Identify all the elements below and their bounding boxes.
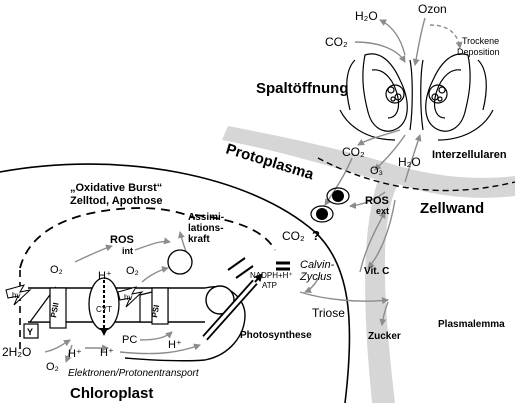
label-ros-ext-sub: ext: [376, 206, 389, 216]
label-ros-int: ROS: [110, 234, 134, 246]
arrow-h2o-out: [379, 19, 406, 56]
label-psii: PSII: [49, 302, 60, 318]
label-spaltoeffnung: Spaltöffnung: [256, 80, 348, 97]
label-zellwand: Zellwand: [420, 200, 484, 217]
assimilation-node: [167, 249, 193, 275]
label-interzellularen: Interzellularen: [432, 149, 507, 161]
label-psi: PSI: [150, 304, 161, 318]
arrow-zucker: [379, 301, 389, 326]
label-plasmalemma: Plasmalemma: [438, 319, 505, 330]
label-calvin-2: Zyclus: [299, 271, 332, 283]
label-h2o-mid: H₂O: [398, 155, 421, 169]
transporter-node-2: [316, 208, 328, 220]
lightning-icon-2: [117, 286, 144, 308]
arrow-h2o-split: [44, 339, 71, 353]
label-o2-left: O₂: [50, 264, 63, 276]
stoma-guard-cells: [339, 53, 494, 141]
arrow-ros-int: [134, 237, 171, 251]
label-h2o-2: 2H₂O: [2, 345, 31, 359]
arrow-o3-in: [374, 134, 406, 171]
label-assimi-1: Assimi-: [188, 212, 224, 223]
chloroplast-dashed-outline: [19, 207, 196, 269]
label-hv-2: hv: [124, 293, 132, 302]
label-ros-int-sub: int: [122, 246, 133, 256]
label-co2-top: CO₂: [325, 35, 348, 49]
gray-arrows: [44, 17, 426, 363]
atp-synthase: [202, 257, 263, 341]
arrow-co2-in: [354, 41, 406, 63]
label-vitc: Vit. C: [364, 266, 389, 277]
label-trockene: Trockene: [462, 36, 499, 46]
label-nadph: NADPH+H⁺: [250, 271, 293, 280]
arrow-wall-down: [367, 199, 396, 269]
label-co2-mid: CO₂: [342, 145, 365, 159]
arrow-triose: [299, 291, 389, 305]
label-photosynthese: Photosynthese: [240, 330, 312, 341]
arrow-ozon-in: [412, 17, 426, 66]
arrow-o2-ros: [74, 244, 113, 263]
label-cyt: CYT: [96, 305, 112, 314]
label-assimi-2: lations-: [188, 223, 224, 234]
transporter-ring-2: [310, 205, 334, 223]
arrow-co2-stoma: [357, 129, 401, 146]
arrow-h2o-right: [119, 343, 201, 355]
arrow-calvin-triose: [304, 274, 321, 294]
label-o2-mid: O₂: [126, 265, 139, 277]
lightning-icon-1: [5, 284, 32, 306]
label-hplus-1: H⁺: [98, 270, 112, 282]
label-oxidative-burst: „Oxidative Burst“: [70, 182, 162, 194]
y-box: [23, 323, 39, 339]
label-pc: PC: [122, 334, 137, 346]
arrow-o2-up: [141, 266, 169, 283]
arrow-vitc-out: [359, 211, 386, 273]
label-y: Y: [27, 327, 33, 337]
transporter-node-1: [332, 190, 344, 202]
label-ozon: Ozon: [418, 2, 447, 16]
label-elektronen: Elektronen/Protonentransport: [68, 368, 200, 379]
label-deposition: Deposition: [457, 47, 500, 57]
label-ros-ext: ROS: [365, 195, 389, 207]
psii-complex: [28, 286, 67, 329]
label-hv-1: hv: [12, 291, 20, 300]
psi-complex: [139, 287, 169, 325]
label-calvin-1: Calvin-: [300, 259, 335, 271]
plasmalemma-membrane: [0, 163, 351, 403]
label-hplus-3: H⁺: [100, 347, 114, 359]
arrow-ros-ext: [349, 191, 386, 209]
label-h2o-top: H₂O: [355, 9, 378, 23]
label-triose: Triose: [312, 306, 345, 320]
label-atp: ATP: [262, 281, 277, 290]
deposition-dashed-arrow: [429, 24, 463, 49]
transporter-ring: [326, 187, 350, 205]
label-chloroplast: Chloroplast: [70, 385, 153, 402]
label-question: ?: [312, 228, 320, 243]
intercellular-dashed-line: [317, 157, 515, 192]
arrow-co2-down: [324, 157, 353, 206]
label-o2-bottom: O₂: [46, 361, 59, 373]
cytochrome-complex: [88, 277, 120, 336]
label-assimi-3: kraft: [188, 234, 210, 245]
arrow-h2o-up: [404, 134, 422, 183]
label-zucker: Zucker: [368, 331, 401, 342]
arrow-o2-bottom: [64, 344, 73, 363]
arrow-pc-flow: [139, 331, 173, 341]
label-co2-q: CO₂: [282, 229, 305, 243]
label-zelltod: Zelltod, Apothose: [70, 195, 162, 207]
label-hplus-4: H⁺: [168, 339, 182, 351]
label-o3: O₃: [370, 165, 383, 177]
equals-sign: [276, 261, 290, 271]
label-hplus-2: H⁺: [68, 348, 82, 360]
